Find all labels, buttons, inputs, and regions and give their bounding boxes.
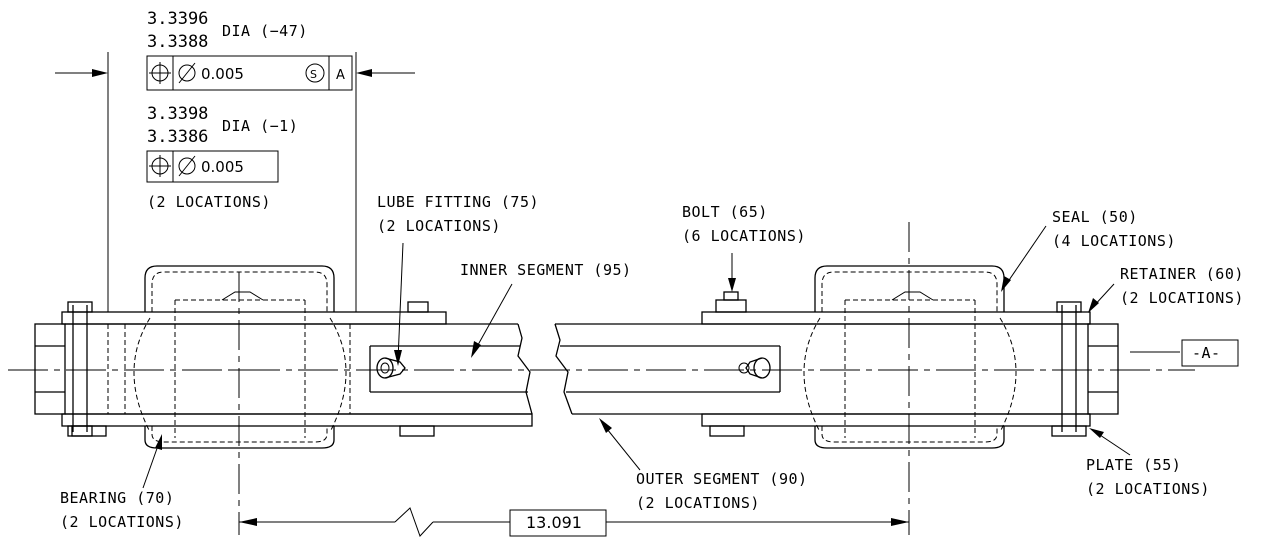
bolt-label: BOLT (65) <box>682 203 768 221</box>
bolt-locations: (6 LOCATIONS) <box>682 227 806 245</box>
break-line <box>554 323 573 415</box>
arrow-right <box>356 69 372 77</box>
tolerance-upper: 3.3396 <box>147 9 208 29</box>
fcf-value: 0.005 <box>201 158 244 176</box>
bolt-bottom <box>1051 425 1087 437</box>
retainer-end <box>34 323 66 415</box>
dimension-box <box>509 509 607 537</box>
outer-segment-label: OUTER SEGMENT (90) <box>636 470 808 488</box>
seal-leader <box>1004 225 1047 287</box>
tolerance-dia-47: 3.3396 3.3388 DIA (−47) <box>147 9 308 52</box>
tolerance-lower: 3.3388 <box>147 32 208 52</box>
seal-top <box>144 265 335 312</box>
top-plate <box>61 311 447 325</box>
inner-segment-label: INNER SEGMENT (95) <box>460 261 632 279</box>
tolerance-upper: 3.3398 <box>147 104 208 124</box>
tolerance-lower: 3.3386 <box>147 127 208 147</box>
top-plate <box>701 311 1091 325</box>
plate-locations: (2 LOCATIONS) <box>1086 480 1210 498</box>
outer-segment-leader <box>602 423 641 471</box>
tolerance-suffix: DIA (−1) <box>222 117 298 135</box>
feature-control-frame-top: 0.005 S A <box>146 55 353 91</box>
bottom-plate <box>701 413 1091 427</box>
seal-bottom <box>144 426 335 449</box>
seal-locations: (4 LOCATIONS) <box>1052 232 1176 250</box>
tolerance-dia-1: 3.3398 3.3386 DIA (−1) <box>147 104 298 147</box>
left-assembly <box>34 265 533 449</box>
seal-label: SEAL (50) <box>1052 208 1138 226</box>
fcf-datum: A <box>336 68 345 83</box>
bolt-bottom <box>709 425 745 437</box>
datum-box <box>1181 339 1239 367</box>
modifier-letter: S <box>310 68 317 81</box>
arrow-left <box>92 69 108 77</box>
lube-fitting-label: LUBE FITTING (75) <box>377 193 539 211</box>
seal-top <box>814 265 1005 312</box>
tolerance-suffix: DIA (−47) <box>222 22 308 40</box>
seal-bottom <box>814 426 1005 449</box>
bolt-bottom <box>399 425 435 437</box>
inner-segment-leader <box>473 283 513 353</box>
retainer-label: RETAINER (60) <box>1120 265 1244 283</box>
diameter-icon <box>178 155 196 177</box>
lube-fitting-left <box>376 357 406 379</box>
lube-fitting-locations: (2 LOCATIONS) <box>377 217 501 235</box>
dimension-value: 13.091 <box>526 513 582 532</box>
retainer-end <box>1087 323 1119 415</box>
fcf-value: 0.005 <box>201 65 244 83</box>
dimension-13091: 13.091 <box>239 507 909 537</box>
break-line <box>517 323 533 415</box>
position-icon <box>149 155 171 177</box>
bolt-head <box>715 291 747 313</box>
bearing-curve-left <box>803 317 821 433</box>
rfs-modifier-icon: S <box>305 63 325 83</box>
bearing-curve-right <box>999 317 1017 433</box>
bottom-plate <box>61 413 533 427</box>
outer-segment-locations: (2 LOCATIONS) <box>636 494 760 512</box>
lube-fitting-leader <box>397 242 404 361</box>
feature-control-frame-bottom: 0.005 <box>146 150 279 183</box>
diameter-icon <box>178 62 196 84</box>
right-assembly <box>554 265 1119 449</box>
datum-label: -A- <box>1192 344 1221 362</box>
bearing-curve-right <box>329 317 347 433</box>
position-icon <box>149 62 171 84</box>
bolt-head <box>67 301 93 313</box>
bearing-curve-left <box>133 317 151 433</box>
two-locations-note: (2 LOCATIONS) <box>147 193 271 211</box>
bolt-top <box>407 301 429 313</box>
bearing-label: BEARING (70) <box>60 489 174 507</box>
plate-label: PLATE (55) <box>1086 456 1181 474</box>
lube-fitting-right <box>738 357 771 379</box>
retainer-locations: (2 LOCATIONS) <box>1120 289 1244 307</box>
bearing-locations: (2 LOCATIONS) <box>60 513 184 531</box>
